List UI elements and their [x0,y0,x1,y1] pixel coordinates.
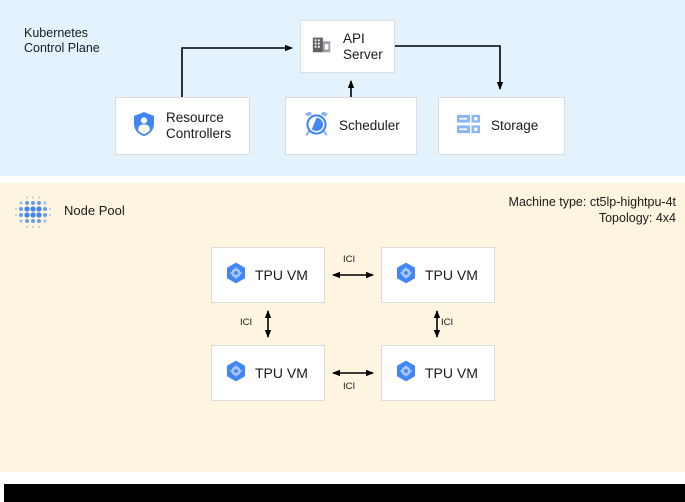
node-storage[interactable]: Storage [438,97,565,155]
tpu-hexagon-icon [396,360,416,387]
alarm-clock-icon [304,111,329,141]
building-icon [311,33,333,60]
storage-server-icon [456,113,481,140]
ici-label-right: ICI [441,317,454,328]
tpu-vm-node-0-label: TPU VM [255,267,308,283]
node-storage-label: Storage [491,118,539,133]
dot-matrix-icon [14,196,52,229]
ici-label-bottom: ICI [343,381,356,392]
node-resource-controllers-label: Resource Controllers [166,110,232,141]
node-scheduler[interactable]: Scheduler [285,97,417,155]
tpu-hexagon-icon [396,262,416,289]
node-pool-title: Node Pool [64,203,125,218]
tpu-vm-node-0[interactable]: TPU VM [211,247,325,303]
shield-person-icon [132,111,156,142]
tpu-vm-node-2-label: TPU VM [255,365,308,381]
machine-type-label: Machine type: ct5lp-hightpu-4t [508,195,676,209]
tpu-vm-node-3[interactable]: TPU VM [381,345,495,401]
topology-label: Topology: 4x4 [598,211,676,225]
tpu-vm-node-1[interactable]: TPU VM [381,247,495,303]
tpu-hexagon-icon [226,262,246,289]
node-api-server[interactable]: API Server [300,20,395,73]
tpu-hexagon-icon [226,360,246,387]
bottom-bar [4,484,685,502]
tpu-vm-node-3-label: TPU VM [425,365,478,381]
node-api-server-label: API Server [343,30,383,62]
ici-label-top: ICI [343,254,356,265]
control-plane-title: Kubernetes Control Plane [24,26,100,55]
node-scheduler-label: Scheduler [339,118,400,133]
tpu-vm-node-2[interactable]: TPU VM [211,345,325,401]
node-pool-panel [0,183,685,472]
node-resource-controllers[interactable]: Resource Controllers [115,97,250,155]
tpu-vm-node-1-label: TPU VM [425,267,478,283]
machine-metadata: Machine type: ct5lp-hightpu-4t Topology:… [509,194,676,226]
ici-label-left: ICI [240,317,253,328]
